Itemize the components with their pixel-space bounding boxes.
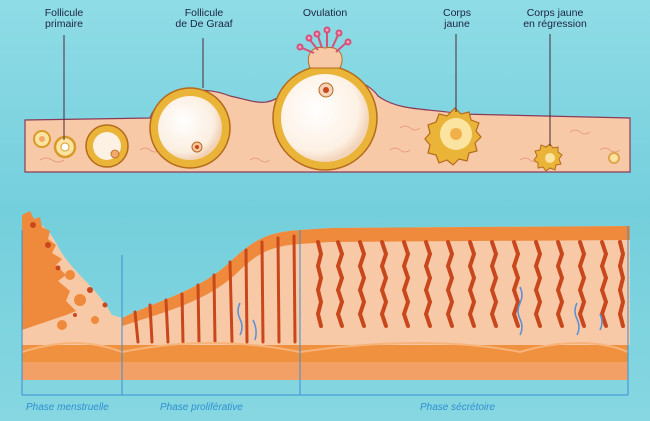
leader-lines (63, 34, 551, 146)
ovulation-follicle (272, 26, 378, 171)
secretory-glands (315, 240, 626, 328)
label-corps-jaune: Corps jaune (442, 7, 471, 30)
label-phase-menstruelle: Phase menstruelle (26, 402, 109, 413)
endometrium (21, 211, 630, 380)
primary-follicle (33, 130, 77, 159)
label-phase-secretoire: Phase sécrétoire (420, 402, 496, 413)
label-follicule-de-graaf: Follicule de De Graaf (175, 7, 233, 30)
label-ovulation: Ovulation (302, 7, 348, 19)
graaf-follicle (149, 87, 231, 169)
corpus-luteum (424, 107, 482, 166)
label-corps-jaune-regression: Corps jaune en régression (523, 7, 587, 30)
menstrual-shedding (22, 211, 99, 330)
phase-dividers (21, 226, 629, 396)
myometrium (22, 360, 628, 380)
secondary-follicle (85, 124, 129, 168)
surface-epithelium (122, 226, 630, 326)
spiral-arteries (237, 286, 603, 341)
proliferative-glands (133, 234, 297, 344)
menstrual-blood (30, 222, 108, 317)
label-follicule-primaire: Follicule primaire (44, 7, 84, 30)
functional-layer (22, 215, 630, 345)
label-phase-proliferative: Phase proliférative (160, 402, 243, 413)
regressing-corpus-luteum (533, 143, 620, 172)
ovary-strip (24, 26, 631, 173)
